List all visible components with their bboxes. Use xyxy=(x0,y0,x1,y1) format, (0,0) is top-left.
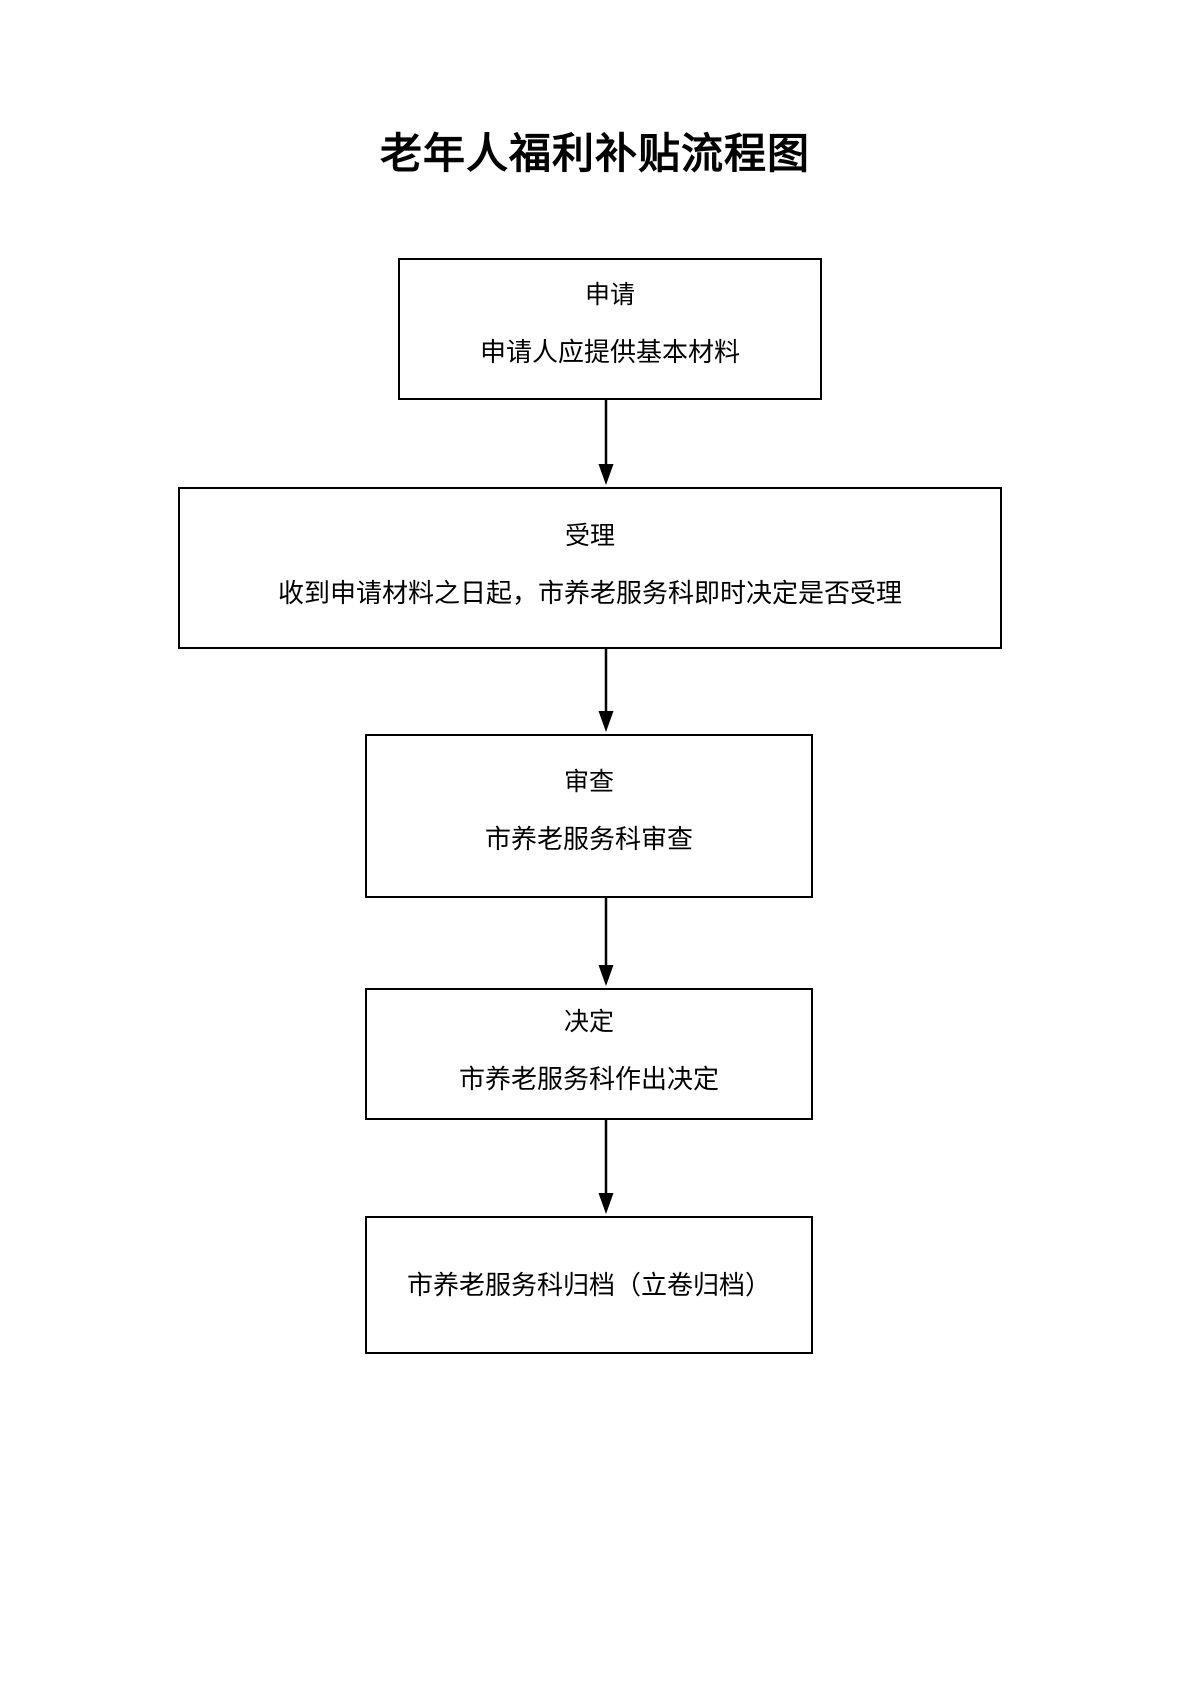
page-title: 老年人福利补贴流程图 xyxy=(379,129,810,178)
connector-accept-to-review xyxy=(595,649,617,734)
flow-node-review-content: 审查 市养老服务科审查 xyxy=(367,766,811,858)
flow-node-decide-content: 决定 市养老服务科作出决定 xyxy=(367,1006,811,1098)
flow-node-decide-heading: 决定 xyxy=(563,1007,614,1037)
flow-node-review-body: 市养老服务科审查 xyxy=(484,824,693,855)
flow-node-apply-content: 申请 申请人应提供基本材料 xyxy=(400,279,820,371)
connector-review-to-decide xyxy=(595,898,617,988)
connector-apply-to-accept xyxy=(595,400,617,487)
connector-decide-to-archive xyxy=(595,1120,617,1216)
arrow-down-icon xyxy=(598,898,614,986)
arrow-down-icon xyxy=(598,1120,614,1214)
flow-node-accept-heading: 受理 xyxy=(564,521,615,551)
flow-node-apply: 申请 申请人应提供基本材料 xyxy=(398,258,822,400)
flow-node-accept: 受理 收到申请材料之日起，市养老服务科即时决定是否受理 xyxy=(178,487,1002,649)
flow-node-archive-body: 市养老服务科归档（立卷归档） xyxy=(406,1271,771,1302)
flow-node-apply-body: 申请人应提供基本材料 xyxy=(479,337,740,368)
arrow-down-icon xyxy=(598,400,614,485)
flow-node-review-heading: 审查 xyxy=(563,767,614,797)
arrow-down-icon xyxy=(598,649,614,732)
flow-node-decide-body: 市养老服务科作出决定 xyxy=(458,1064,719,1095)
flow-node-accept-body: 收到申请材料之日起，市养老服务科即时决定是否受理 xyxy=(277,578,902,609)
flow-node-decide: 决定 市养老服务科作出决定 xyxy=(365,988,813,1120)
flow-node-archive: 市养老服务科归档（立卷归档） xyxy=(365,1216,813,1354)
flow-node-archive-content: 市养老服务科归档（立卷归档） xyxy=(367,1269,811,1304)
flow-node-apply-heading: 申请 xyxy=(584,280,635,310)
flow-node-accept-content: 受理 收到申请材料之日起，市养老服务科即时决定是否受理 xyxy=(180,520,1000,612)
flow-node-review: 审查 市养老服务科审查 xyxy=(365,734,813,898)
